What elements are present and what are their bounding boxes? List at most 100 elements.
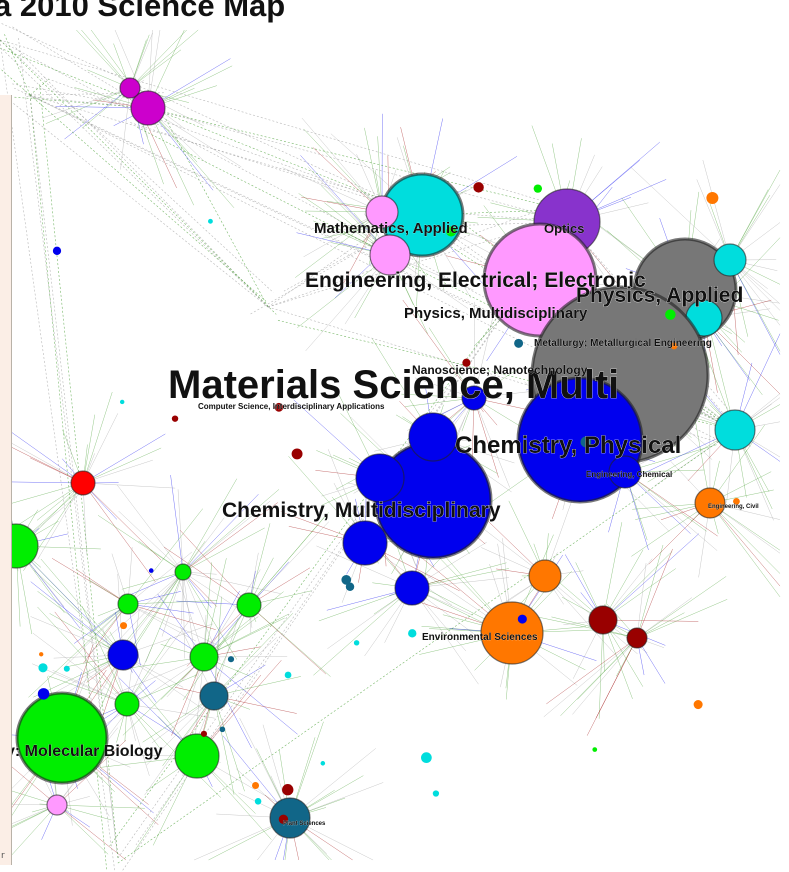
link-line [182,478,238,573]
link-line [305,254,391,352]
link-line [428,327,475,399]
link-line [0,482,84,507]
minor-node [63,665,70,672]
link-line [147,107,242,168]
link-line [182,494,259,573]
node-label: Engineering, Chemical [586,470,672,479]
minor-node [706,191,719,204]
link-line [40,558,124,656]
link-line [30,616,124,656]
link-line [537,616,638,639]
minor-node [284,671,292,679]
long-link-line [267,216,570,308]
link-line [32,632,128,705]
link-line [127,603,216,630]
minor-node [148,568,154,573]
minor-node [219,726,226,733]
minor-node [171,415,179,422]
map-node [114,691,140,717]
minor-node [665,309,676,320]
link-line [122,654,204,710]
minor-node [38,663,48,673]
minor-node [421,752,432,764]
link-line [213,695,235,795]
long-link-line [11,26,149,109]
link-line [282,167,383,213]
link-line [82,433,166,484]
node-layer [0,77,756,839]
link-line [170,474,184,573]
link-line [45,87,131,124]
link-line [624,471,718,551]
link-line [163,546,250,606]
link-line [73,603,129,644]
map-node [119,77,141,99]
map-node [480,601,544,665]
long-link-line [0,22,423,216]
map-node [130,90,166,126]
link-line [248,521,330,606]
link-line [147,107,194,206]
link-line [7,804,58,861]
link-line [182,517,225,573]
link-line [636,599,728,639]
long-link-line [116,429,736,865]
map-node [588,605,618,635]
map-node [174,733,220,779]
node-label: y: Molecular Biology [6,743,163,760]
link-line [126,674,198,705]
map-node [342,520,388,566]
link-line [76,29,131,89]
link-line [56,804,109,855]
link-line [630,166,731,261]
node-label: Nanoscience; Nanotechnology [412,363,588,377]
link-line [182,489,280,573]
link-line [709,502,781,587]
link-line [0,436,84,484]
link-line [129,29,199,89]
link-line [82,482,162,561]
map-node [107,639,139,671]
link-line [145,571,184,663]
side-panel: r [0,95,12,865]
link-line [572,637,638,715]
minor-node [278,814,289,825]
link-line [602,568,676,621]
link-line [122,656,205,736]
link-line [129,29,187,89]
minor-node [37,688,50,700]
map-node [608,455,642,489]
long-link-line [11,101,269,308]
link-line [161,571,184,637]
link-line [82,391,113,484]
minor-node [200,730,208,737]
link-line [56,804,127,861]
link-line [546,637,638,705]
map-node [365,195,399,229]
minor-node [120,622,128,630]
node-label: Physics, Applied [576,284,743,307]
node-label: Environmental Sciences [422,632,538,643]
link-line [127,603,197,642]
link-line [147,107,235,208]
link-line [473,397,499,478]
long-link-line [0,47,423,216]
node-label: Chemistry, Multidisciplinary [222,499,501,522]
link-line [729,169,781,261]
link-line [130,571,184,595]
map-node [199,681,229,711]
long-link-line [0,39,277,315]
link-line [248,523,271,606]
minor-node [670,342,678,350]
link-line [544,575,619,658]
long-link-line [147,107,570,222]
minor-node [274,402,284,412]
minor-node [345,582,355,591]
map-node [189,642,219,672]
link-line [182,527,265,573]
link-line [602,619,699,622]
link-line [411,587,479,685]
link-line [177,489,184,573]
link-line [473,300,497,399]
minor-node [254,798,262,805]
